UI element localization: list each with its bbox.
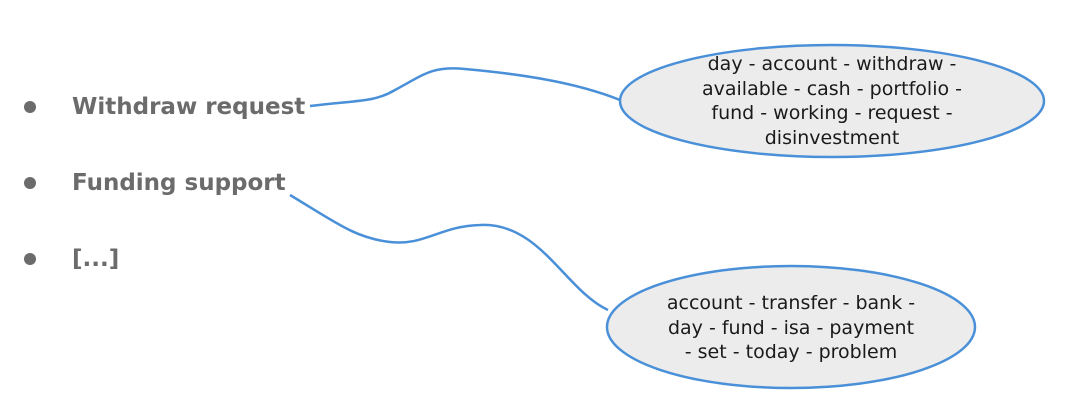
connector-line-withdraw: [309, 67, 621, 108]
keyword-bubble-shape-1: [618, 43, 1046, 159]
topic-label: Withdraw request: [72, 94, 306, 120]
keyword-bubble-withdraw: day - account - withdraw - available - c…: [622, 48, 1042, 154]
bullet-icon: [24, 177, 36, 189]
topic-item-withdraw-request: Withdraw request: [24, 92, 305, 122]
topic-label: Funding support: [72, 170, 286, 196]
topic-item-ellipsis: [...]: [24, 244, 119, 274]
keyword-bubble-text: day - account - withdraw - available - c…: [702, 53, 962, 149]
topic-label: [...]: [72, 246, 120, 272]
keyword-bubble-text: account - transfer - bank - day - fund -…: [666, 292, 916, 364]
bullet-icon: [24, 253, 36, 265]
keyword-bubble-funding: account - transfer - bank - day - fund -…: [608, 270, 974, 386]
topic-item-funding-support: Funding support: [24, 168, 286, 198]
keyword-bubble-shape-2: [605, 264, 977, 390]
connector-line-funding: [289, 193, 609, 312]
bullet-icon: [24, 101, 36, 113]
